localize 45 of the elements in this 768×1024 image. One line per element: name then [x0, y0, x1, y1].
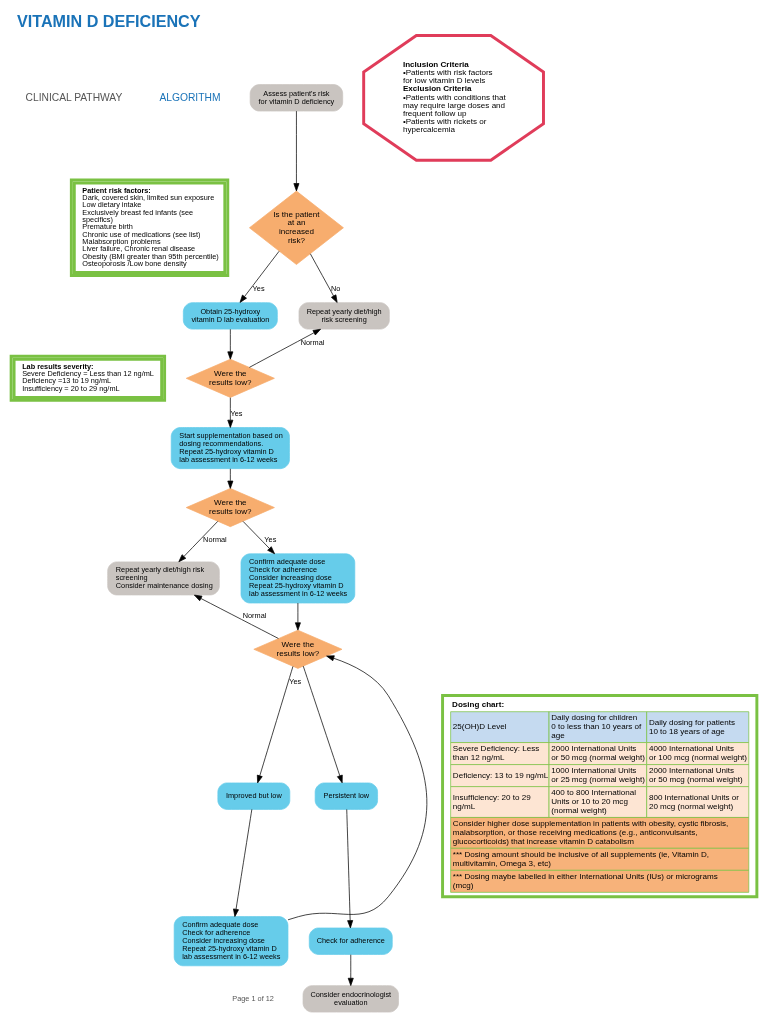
node-box: Repeat yearly diet/high risk screening	[298, 302, 390, 330]
label: ALGORITHM	[159, 91, 221, 103]
diagram-title: VITAMIN D DEFICIENCY	[17, 12, 201, 31]
node-box: Dosing chart: 25(OH)D Level Daily dosing for children 0 to less than 10 years of age Daily dosing for patients 10 to 18 years of age Severe Deficiency: Less than 12 ng/mL 2000 International Units or 50 mcg (normal weight) 4000 International Units or 100 mcg (normal weight) Deficiency: 13 to 19 ng/mL 1000 International Units or 25 mcg (normal weight) 2000 International Units or 50 mcg (normal weight) Insufficiency: 20 to 29 ng/mL 400 to 800 International Units or 10 to 20 mcg (normal weight) 800 International Units or 20 mcg (normal weight) Consider higher dose supplementation in patients with obesity, cystic fibrosis, malabsorption, or those receiving medications (e.g., anticonvulsants, glucocorticoids) that increase vitamin D catabolism *** Dosing amount should be inclusive of all supplements (ie, Vitamin D, multivitamin, Omega 3, etc) *** Dosing maybe labelled in either International Units (IUs) or micrograms (mcg)	[441, 694, 759, 899]
node-diamond: Were the results low?	[253, 629, 343, 669]
node-box: Obtain 25-hydroxy vitamin D lab evaluation	[182, 302, 278, 330]
edge-label: Normal	[203, 535, 227, 545]
arrow	[287, 655, 428, 921]
node-box: Check for adherence	[308, 927, 393, 955]
arrow	[233, 809, 253, 917]
arrow	[302, 665, 343, 784]
node-diamond: Were the results low?	[185, 358, 275, 398]
node-box: Persistent low	[314, 782, 378, 810]
arrow	[239, 250, 280, 303]
arrow	[347, 954, 354, 986]
edge-label: Normal	[242, 611, 267, 621]
edge-label: No	[331, 283, 341, 293]
arrow	[178, 520, 219, 563]
arrow	[227, 328, 234, 360]
arrow	[193, 594, 279, 639]
arrow	[346, 809, 354, 929]
edge-label: Yes	[289, 676, 302, 686]
arrow	[294, 602, 301, 631]
node-diamond: Is the patient at an increased risk?	[249, 190, 344, 265]
node-box: Confirm adequate dose Check for adherence Consider increasing dose Repeat 25-hydroxy vitamin D lab assessment in 6-12 weeks	[173, 916, 289, 967]
arrow	[310, 253, 338, 303]
arrow	[293, 110, 300, 192]
node-diamond: Were the results low?	[185, 488, 275, 527]
arrow	[249, 328, 321, 368]
node-box: Repeat yearly diet/high risk screening Consider maintenance dosing	[107, 561, 220, 596]
node-box: Start supplementation based on dosing recommendations. Repeat 25-hydroxy vitamin D lab assessment in 6-12 weeks	[170, 427, 290, 469]
node-box: Improved but low	[217, 782, 291, 810]
node-box: Confirm adequate dose Check for adherence Consider increasing dose Repeat 25-hydroxy vitamin D lab assessment in 6-12 weeks	[240, 553, 356, 604]
label: Page 1 of 12	[232, 993, 274, 1003]
edge-label: Yes	[264, 535, 277, 545]
edge-label: Normal	[300, 337, 325, 347]
arrow	[242, 520, 275, 555]
label: CLINICAL PATHWAY	[25, 91, 123, 103]
node-box: Consider endocrinologist evaluation	[302, 985, 399, 1013]
arrow	[227, 468, 234, 489]
arrow	[227, 397, 234, 428]
edge-label: Yes	[252, 283, 265, 293]
arrow	[256, 666, 294, 784]
edge-label: Yes	[230, 408, 243, 418]
node-box: Assess patient's risk for vitamin D deficiency	[249, 84, 344, 112]
